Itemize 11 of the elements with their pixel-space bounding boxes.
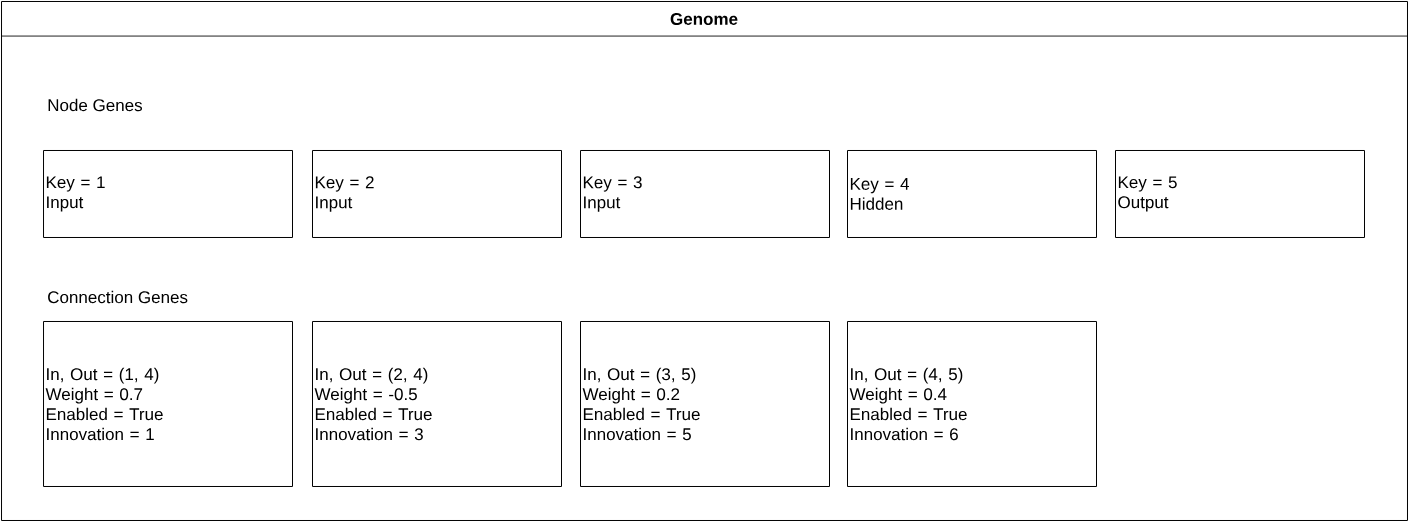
gene-box: In, Out = (1, 4) Weight = 0.7 Enabled = True Innovation = 1 (43, 321, 293, 487)
gene-box: In, Out = (4, 5) Weight = 0.4 Enabled = True Innovation = 6 (847, 321, 1097, 487)
gene-box: Key = 1 Input (43, 150, 293, 238)
gene-box: In, Out = (2, 4) Weight = -0.5 Enabled = True Innovation = 3 (312, 321, 562, 487)
gene-box: Key = 2 Input (312, 150, 562, 238)
gene-box: Key = 4 Hidden (847, 150, 1097, 238)
gene-box: Key = 3 Input (580, 150, 830, 238)
gene-box: In, Out = (3, 5) Weight = 0.2 Enabled = True Innovation = 5 (580, 321, 830, 487)
gene-box: Key = 5 Output (1115, 150, 1365, 238)
section-heading: Node Genes (48, 98, 142, 112)
section-heading: Connection Genes (48, 290, 188, 304)
